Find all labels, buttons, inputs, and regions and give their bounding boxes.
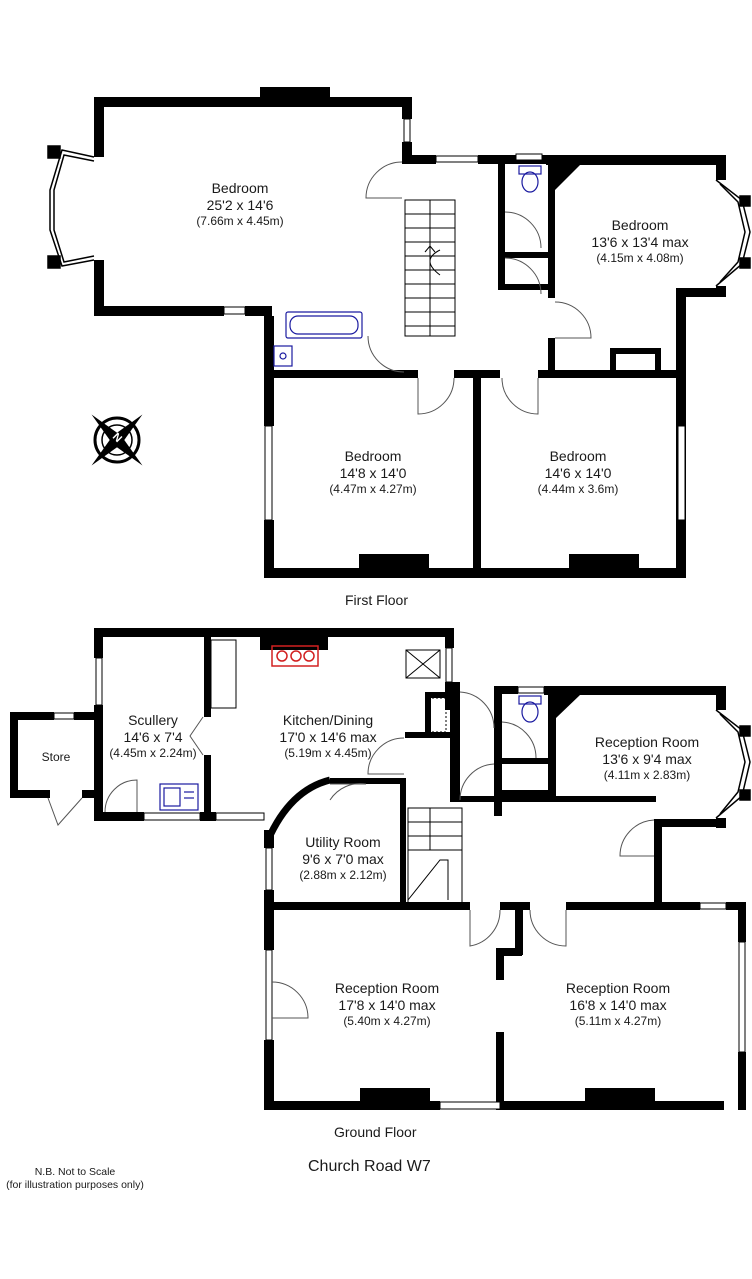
room-name: Kitchen/Dining	[282, 712, 374, 728]
floor-label-first: First Floor	[345, 592, 408, 608]
room-name: Bedroom	[611, 217, 669, 233]
stairs-ground	[407, 807, 463, 905]
chimney-breast-ground	[556, 695, 580, 718]
property-title: Church Road W7	[308, 1158, 431, 1175]
room-name: Bedroom	[211, 180, 269, 196]
room-label-reception-3: Reception Room 16'8 x 14'0 max (5.11m x …	[543, 980, 693, 1028]
room-name: Store	[41, 750, 71, 764]
windows-ground	[53, 647, 746, 1110]
bath-first	[273, 311, 363, 367]
ground-floor-walls	[10, 628, 746, 1110]
room-metric: (7.66m x 4.45m)	[196, 213, 284, 228]
room-metric: (4.44m x 3.6m)	[537, 481, 619, 496]
room-name: Reception Room	[594, 734, 700, 750]
room-name: Bedroom	[549, 448, 607, 464]
wc-ground	[518, 695, 542, 723]
doors-ground	[47, 691, 655, 1019]
room-dims: 16'8 x 14'0 max	[569, 996, 667, 1013]
room-name: Reception Room	[334, 980, 440, 996]
scale-note-line-2: (for illustration purposes only)	[6, 1179, 144, 1192]
bay-window-first-right	[715, 179, 751, 287]
room-name: Bedroom	[344, 448, 402, 464]
room-label-bedroom-1: Bedroom 25'2 x 14'6 (7.66m x 4.45m)	[170, 180, 310, 228]
hob-icon	[271, 645, 319, 667]
bay-window-ground-right	[715, 709, 751, 819]
windows-first	[223, 118, 686, 521]
room-dims: 9'6 x 7'0 max	[302, 850, 384, 867]
bay-window-first-left	[47, 145, 95, 269]
scale-note-line-1: N.B. Not to Scale	[34, 1166, 116, 1178]
room-metric: (5.19m x 4.45m)	[284, 745, 372, 760]
room-name: Reception Room	[565, 980, 671, 996]
room-name: Scullery	[128, 712, 178, 728]
room-label-reception-2: Reception Room 17'8 x 14'0 max (5.40m x …	[312, 980, 462, 1028]
room-dims: 14'8 x 14'0	[339, 464, 407, 481]
room-metric: (2.88m x 2.12m)	[299, 867, 387, 882]
floor-label-ground: Ground Floor	[334, 1124, 417, 1140]
wc-first	[518, 165, 542, 193]
utility-curved-wall	[264, 776, 331, 842]
room-name: Utility Room	[305, 834, 381, 850]
room-label-bedroom-4: Bedroom 14'6 x 14'0 (4.44m x 3.6m)	[508, 448, 648, 496]
room-label-scullery: Scullery 14'6 x 7'4 (4.45m x 2.24m)	[100, 712, 206, 760]
room-dims: 14'6 x 7'4	[123, 728, 183, 745]
room-label-store: Store	[18, 750, 94, 764]
room-metric: (5.40m x 4.27m)	[343, 1013, 431, 1028]
room-label-utility: Utility Room 9'6 x 7'0 max (2.88m x 2.12…	[283, 834, 403, 882]
kitchen-fixtures	[210, 639, 447, 733]
room-label-kitchen: Kitchen/Dining 17'0 x 14'6 max (5.19m x …	[258, 712, 398, 760]
sink-icon	[159, 783, 199, 811]
doors-first	[365, 161, 592, 415]
room-dims: 17'0 x 14'6 max	[279, 728, 377, 745]
compass-icon	[91, 414, 143, 466]
room-dims: 13'6 x 13'4 max	[591, 233, 689, 250]
room-metric: (4.47m x 4.27m)	[329, 481, 417, 496]
chimney-breast-first	[555, 165, 580, 190]
scale-note: N.B. Not to Scale (for illustration purp…	[0, 1166, 150, 1192]
room-dims: 14'6 x 14'0	[544, 464, 612, 481]
room-metric: (4.15m x 4.08m)	[596, 250, 684, 265]
room-label-bedroom-3: Bedroom 14'8 x 14'0 (4.47m x 4.27m)	[303, 448, 443, 496]
room-metric: (4.45m x 2.24m)	[109, 745, 197, 760]
room-metric: (4.11m x 2.83m)	[603, 767, 691, 782]
room-label-reception-1: Reception Room 13'6 x 9'4 max (4.11m x 2…	[572, 734, 722, 782]
room-dims: 17'8 x 14'0 max	[338, 996, 436, 1013]
room-dims: 13'6 x 9'4 max	[602, 750, 692, 767]
room-metric: (5.11m x 4.27m)	[574, 1013, 662, 1028]
room-label-bedroom-2: Bedroom 13'6 x 13'4 max (4.15m x 4.08m)	[570, 217, 710, 265]
stairs-first	[404, 199, 456, 337]
room-dims: 25'2 x 14'6	[206, 196, 274, 213]
first-floor-walls	[94, 87, 726, 578]
